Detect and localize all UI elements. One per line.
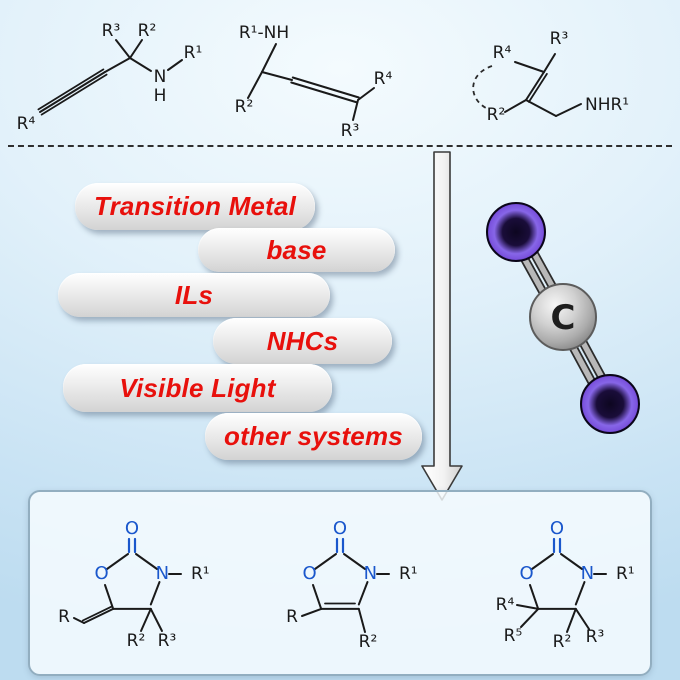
nitrogen-label: N [154,67,167,87]
oxygen-atom [486,202,546,262]
r3-label: R³ [341,121,360,141]
r2-label: R² [138,21,157,41]
hydrogen-label: H [154,86,167,106]
carbonyl-oxygen-label: O [333,518,347,539]
triple-bond [37,68,108,116]
product-oxazolidinone: O O N R¹ R⁴ R⁵ R² R³ [496,518,635,652]
allene-double-bonds [290,76,360,104]
r1-label: R¹ [616,564,635,584]
ring-bonds [529,553,586,610]
ring-bonds [104,553,161,610]
carbonyl-double-bond [552,537,562,554]
carbon-atom [529,283,597,351]
r5-label: R⁵ [504,626,523,646]
r3-label: R³ [158,631,177,651]
dashed-divider [8,145,672,147]
condition-pill-base: base [198,228,395,272]
r2-label: R² [487,105,506,125]
r-label: R [58,607,70,627]
r3-label: R³ [550,29,569,49]
ring-oxygen-label: O [95,563,109,584]
r3-label: R³ [102,21,121,41]
carbonyl-double-bond [127,537,137,554]
carbon-label: C [551,298,576,338]
reaction-arrow [421,151,463,501]
ring-bonds [312,553,369,610]
amine-label: R¹-NH [239,23,289,43]
r1-label: R¹ [191,564,210,584]
substrate-propargylamine-structure: R⁴ R³ R² N H R¹ [17,21,203,134]
r2-label: R² [235,97,254,117]
condition-pill-visible-light: Visible Light [63,364,332,412]
r2-label: R² [553,632,572,652]
r2-label: R² [127,631,146,651]
nitrogen-label: N [156,563,169,584]
r4-label: R⁴ [17,114,36,134]
r1-label: R¹ [399,564,418,584]
carbonyl-double-bond [335,537,345,554]
carbonyl-oxygen-label: O [125,518,139,539]
optional-ring-dashed-bond [472,65,493,109]
products-box [28,490,652,676]
nitrogen-label: N [364,563,377,584]
substrate-allenylamine-structure: R¹-NH R² R⁴ R³ [235,23,393,141]
exocyclic-double-bond [81,605,115,624]
co2-molecule: C [486,202,640,434]
nitrogen-label: N [581,563,594,584]
product-alkylidene-oxazolidinone: O O N R¹ R R² R³ [58,518,210,651]
r1-label: R¹ [184,43,203,63]
condition-pill-ils: ILs [58,273,330,317]
substrate-allylamine-structure: R⁴ R³ R² NHR¹ [472,29,629,125]
condition-pill-transition-metal: Transition Metal [75,183,315,230]
ring-oxygen-label: O [520,563,534,584]
r4-label: R⁴ [493,43,512,63]
condition-pill-nhcs: NHCs [213,318,392,364]
r4-label: R⁴ [374,69,393,89]
r4-label: R⁴ [496,595,515,615]
r-label: R [286,607,298,627]
r3-label: R³ [586,627,605,647]
condition-pill-other-systems: other systems [205,413,422,460]
ring-oxygen-label: O [303,563,317,584]
product-oxazolone: O O N R¹ R R² [286,518,418,652]
alkene-double-bond [525,71,548,103]
r2-label: R² [359,632,378,652]
amine-label: NHR¹ [585,95,629,115]
oxygen-atom [580,374,640,434]
carbonyl-oxygen-label: O [550,518,564,539]
